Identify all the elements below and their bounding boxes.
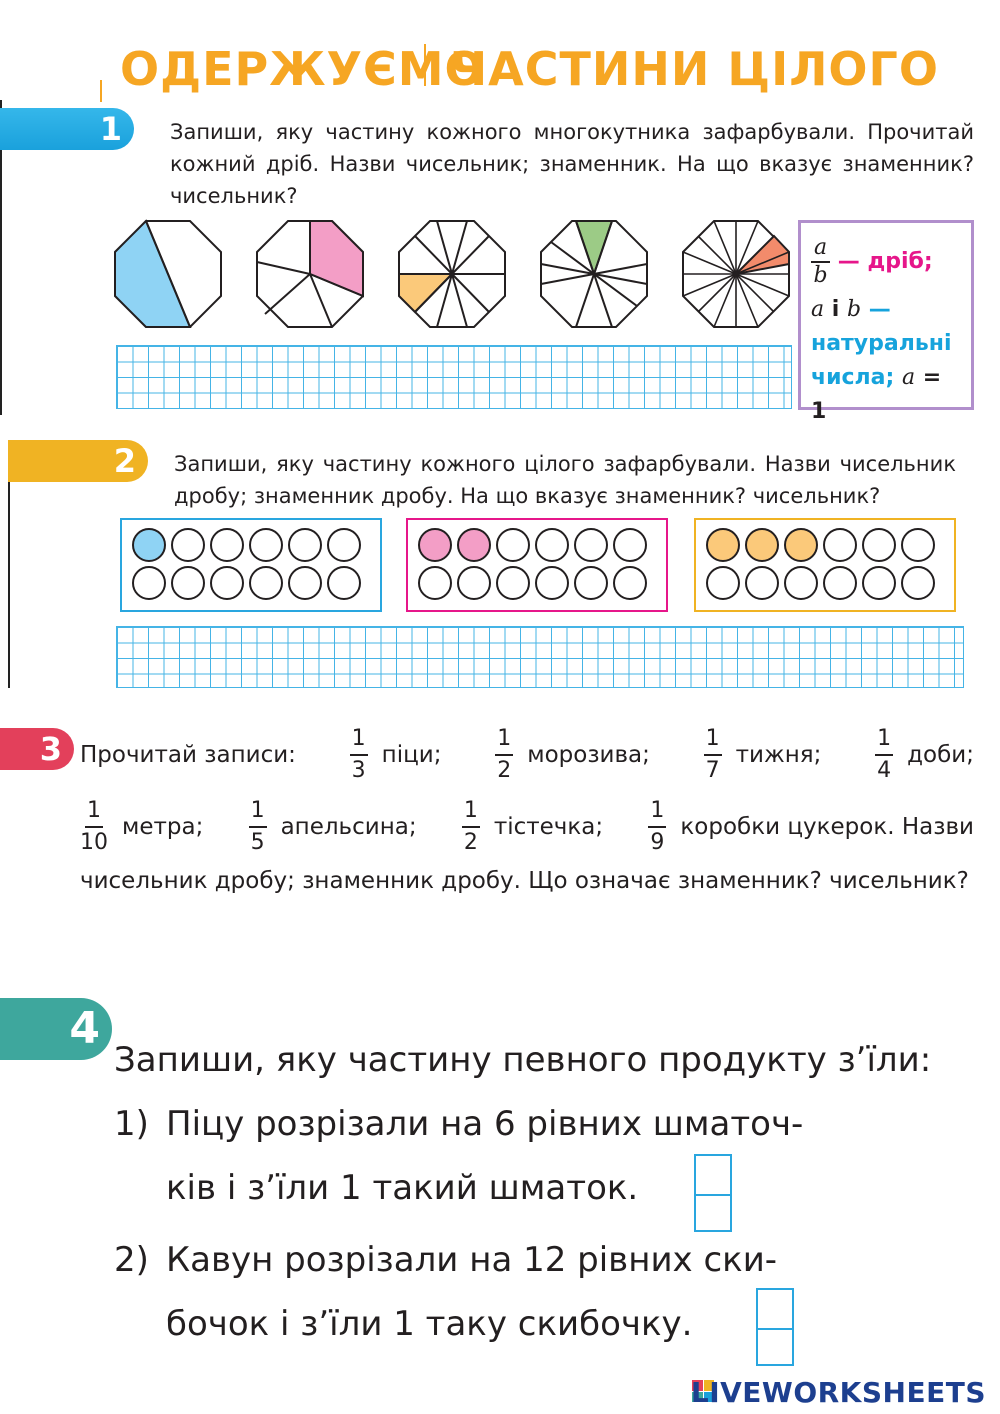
circle xyxy=(210,566,244,600)
ex4-item1-num: 1) xyxy=(114,1104,149,1144)
page-title-left: ОДЕРЖУЄМО xyxy=(120,42,485,96)
title-separator xyxy=(424,44,426,86)
circle xyxy=(613,566,647,600)
circle xyxy=(496,566,530,600)
circle-set-pink xyxy=(406,518,668,612)
circle xyxy=(327,566,361,600)
octagon-tenths xyxy=(398,220,506,328)
circle xyxy=(249,528,283,562)
octagon-half xyxy=(114,219,222,328)
polygon-figures xyxy=(114,219,790,328)
ex3-rest: чисельник дробу; знаменник дробу. Що озн… xyxy=(80,868,969,894)
circle xyxy=(574,566,608,600)
circle-shaded xyxy=(132,528,166,562)
ex4-item2-num: 2) xyxy=(114,1240,149,1280)
ex1-answer-grid[interactable] xyxy=(116,345,792,409)
circle xyxy=(706,566,740,600)
circle xyxy=(418,566,452,600)
circle xyxy=(901,566,935,600)
ex4-answer-2[interactable] xyxy=(756,1288,794,1366)
ex2-answer-grid[interactable] xyxy=(116,626,964,688)
info-drib: — дріб; xyxy=(837,249,933,274)
circle xyxy=(823,566,857,600)
circle xyxy=(132,566,166,600)
circle xyxy=(901,528,935,562)
ex4-item1-line1: Піцу розрізали на 6 рівних шматоч- xyxy=(166,1104,804,1144)
circle xyxy=(288,528,322,562)
ex3-intro: Прочитай записи: xyxy=(80,742,296,768)
circle-shaded xyxy=(418,528,452,562)
octagon-tenths-green xyxy=(540,220,648,328)
circle xyxy=(327,528,361,562)
footer-brand: LIVEWORKSHEETS xyxy=(690,1376,986,1409)
ex4-item2-line1: Кавун розрізали на 12 рівних ски- xyxy=(166,1240,778,1280)
circle-shaded xyxy=(706,528,740,562)
circle xyxy=(171,566,205,600)
circle-shaded xyxy=(745,528,779,562)
circle xyxy=(210,528,244,562)
octagon-fifths xyxy=(256,220,364,328)
circle xyxy=(574,528,608,562)
circle xyxy=(288,566,322,600)
circle xyxy=(823,528,857,562)
ex4-item1-line2: ків і з’їли 1 такий шматок. xyxy=(166,1168,639,1208)
circle-shaded xyxy=(784,528,818,562)
circle-set-blue xyxy=(120,518,382,612)
ex2-margin-line xyxy=(8,440,10,688)
circle-set-orange xyxy=(694,518,956,612)
exercise-3-number: 3 xyxy=(0,728,74,770)
info-natural: — натуральні числа; xyxy=(811,297,952,390)
circle-shaded xyxy=(457,528,491,562)
exercise-4-number: 4 xyxy=(0,998,112,1060)
circle xyxy=(457,566,491,600)
circle xyxy=(535,528,569,562)
ex4-item2-line2: бочок і з’їли 1 таку скибочку. xyxy=(166,1304,693,1344)
exercise-2-text: Запиши, яку частину кожного цілого зафар… xyxy=(174,452,956,508)
circle xyxy=(862,528,896,562)
circle xyxy=(249,566,283,600)
ex4-intro: Запиши, яку частину певного продукту з’ї… xyxy=(114,1040,932,1080)
ex4-answer-1[interactable] xyxy=(694,1154,732,1232)
circle xyxy=(784,566,818,600)
title-tick xyxy=(100,80,102,102)
circle xyxy=(496,528,530,562)
exercise-1-text: Запиши, яку частину кожного многокутника… xyxy=(170,120,974,208)
circle xyxy=(862,566,896,600)
circle xyxy=(171,528,205,562)
ex1-margin-line xyxy=(0,100,2,415)
page-title-right: ЧАСТИНИ ЦІЛОГО xyxy=(450,42,939,96)
circle xyxy=(745,566,779,600)
liveworksheets-logo-icon xyxy=(692,1380,714,1402)
circle xyxy=(535,566,569,600)
octagon-sixteenths xyxy=(682,220,790,328)
exercise-1-number: 1 xyxy=(0,108,134,150)
circle xyxy=(613,528,647,562)
exercise-2-number: 2 xyxy=(8,440,148,482)
